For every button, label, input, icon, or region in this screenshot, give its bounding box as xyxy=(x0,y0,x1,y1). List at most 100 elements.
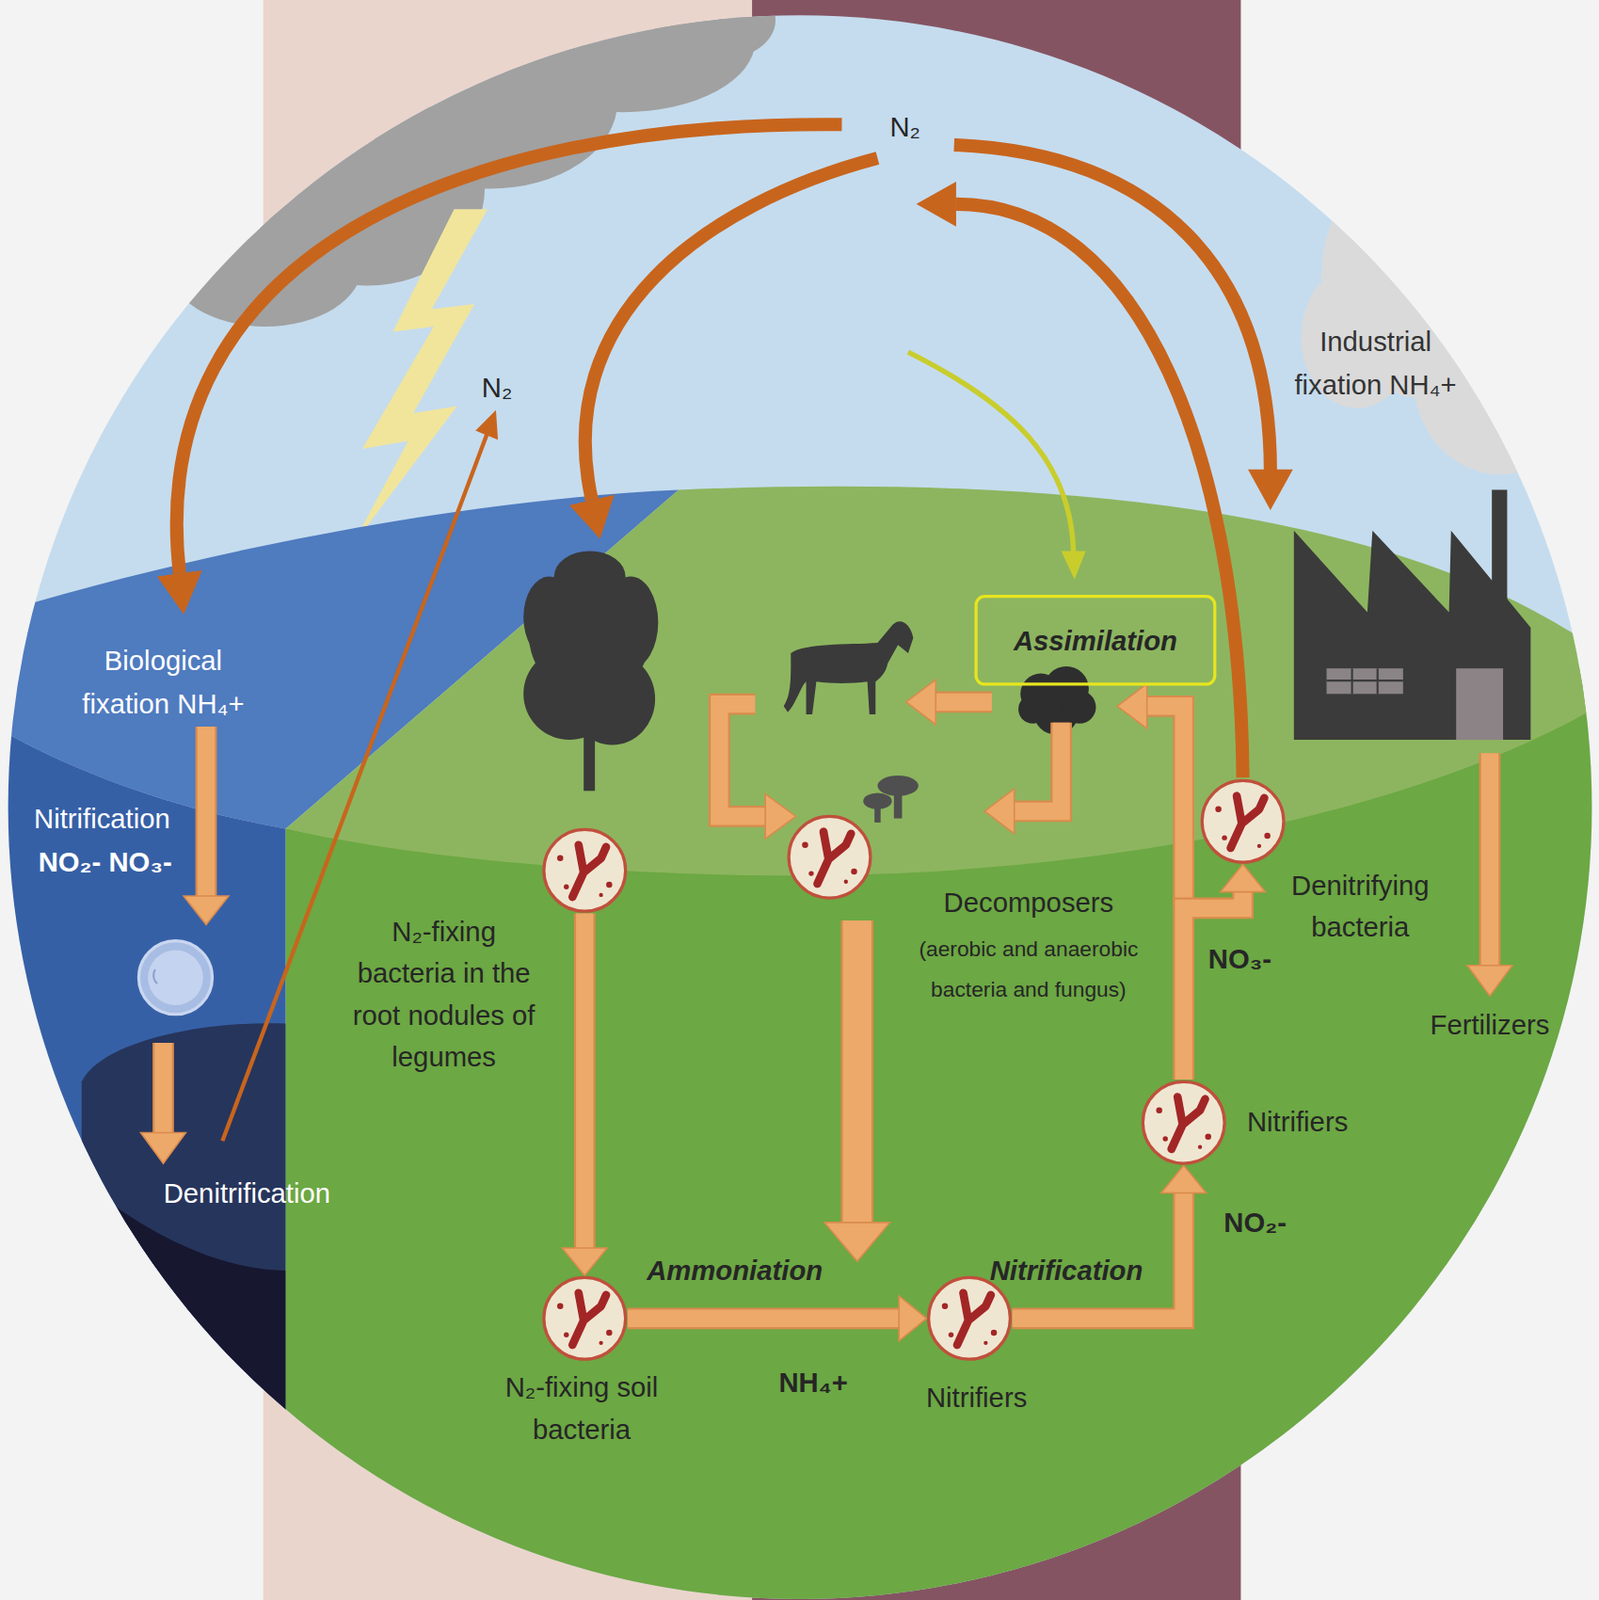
caption-slot: N₂-fixing bacteria in the root nodules o… xyxy=(344,911,544,1079)
bacteria-speck xyxy=(1221,834,1227,840)
tree-crown xyxy=(569,653,656,746)
node-caption: Denitrifying bacteria xyxy=(1263,864,1457,949)
node-caption: Nitrifiers xyxy=(895,1379,1058,1417)
bacteria-speck xyxy=(1198,1145,1202,1150)
bacteria-circle: Nitrifiers xyxy=(926,1275,1012,1361)
bacteria-speck xyxy=(563,1331,569,1337)
mushroom-icon xyxy=(863,775,919,823)
bacteria-speck xyxy=(598,893,603,897)
curve-head xyxy=(157,570,203,615)
edge-label: NO₃- xyxy=(1203,941,1276,978)
label-slot: Industrial fixation NH₄+ xyxy=(1279,319,1473,406)
process-box: Assimilation xyxy=(974,594,1216,686)
cell-wall xyxy=(138,941,212,1015)
caption-slot: Decomposers xyxy=(885,884,1172,922)
arrow-outline xyxy=(195,726,218,898)
bacteria-icon xyxy=(1140,1079,1227,1166)
factory-window xyxy=(1327,668,1404,694)
label-slot: Fertilizers xyxy=(1407,1007,1571,1044)
arrow-head xyxy=(1467,965,1513,997)
node-caption: Decomposers xyxy=(885,884,1172,922)
bacteria-circle: N₂-fixing bacteria in the root nodules o… xyxy=(542,827,628,913)
bacteria-disc xyxy=(543,829,626,912)
bacteria-speck xyxy=(1263,832,1271,840)
diagram-label: NO₂- NO₃- xyxy=(13,844,197,881)
cell-mark xyxy=(153,969,158,984)
arrow-head xyxy=(1117,683,1147,729)
leaf-clump xyxy=(1018,694,1047,723)
bacteria-body xyxy=(1171,1097,1206,1150)
diagram-label: Nitrification xyxy=(964,1251,1169,1289)
arrow-outline xyxy=(152,1042,175,1136)
bacteria-speck xyxy=(1257,844,1262,848)
label-slot: Ammoniation xyxy=(622,1251,848,1289)
bacteria-disc xyxy=(1201,780,1284,863)
bacteria-disc xyxy=(788,815,871,898)
bacteria-speck xyxy=(606,1329,613,1337)
bacteria-body xyxy=(572,1293,607,1345)
bacteria-speck xyxy=(598,1341,603,1345)
arrow-head xyxy=(183,895,229,925)
bacteria-speck xyxy=(1204,1134,1212,1141)
diagram-label: Biological fixation NH₄+ xyxy=(61,639,266,726)
flow-connector xyxy=(561,912,608,1276)
label-slot: Nitrification xyxy=(10,800,194,838)
arrow-outline xyxy=(1479,752,1502,968)
bacteria-speck xyxy=(563,883,569,889)
label-slot: Denitrification xyxy=(134,1175,360,1213)
arrow-outline xyxy=(840,920,874,1225)
label-slot: Nitrification xyxy=(964,1251,1169,1289)
tree-crown xyxy=(603,576,659,670)
connector-outline xyxy=(1183,891,1244,1081)
mushroom-cap xyxy=(877,775,918,797)
bacteria-circle: Nitrifiers xyxy=(1140,1079,1227,1166)
curve-head xyxy=(1247,469,1294,511)
bacteria-speck xyxy=(1155,1106,1163,1114)
bacteria-speck xyxy=(557,855,564,863)
diagram-label: N₂ xyxy=(869,110,942,145)
connector-outline xyxy=(574,912,596,1249)
curve-head xyxy=(916,181,957,227)
diagram-label: Nitrification xyxy=(10,800,194,838)
factory-door xyxy=(1455,668,1504,740)
cloud-puff xyxy=(168,204,363,327)
curve-head xyxy=(569,495,615,540)
connector-shaft xyxy=(627,1310,900,1328)
denitrification-curve xyxy=(956,204,1244,778)
bacteria-body xyxy=(816,831,851,884)
bacteria-circle: Denitrifying bacteria xyxy=(1199,778,1286,864)
arrow-shaft xyxy=(1012,722,1062,812)
bacteria-icon xyxy=(1199,778,1286,864)
arrow-head xyxy=(824,1222,890,1262)
leaf-clump xyxy=(1063,690,1097,724)
arrow-head xyxy=(984,788,1014,834)
arrow-shaft xyxy=(197,726,215,898)
bacteria-icon xyxy=(542,1275,628,1361)
diagram-label: N₂ xyxy=(461,370,533,406)
arrow-shaft xyxy=(1145,705,1184,909)
cloud-puff xyxy=(653,0,776,62)
window-bars xyxy=(1327,668,1404,694)
label-slot: Biological fixation NH₄+ xyxy=(61,639,266,726)
caption-slot: Denitrifying bacteria xyxy=(1263,864,1457,949)
arrow-head xyxy=(906,679,936,725)
bacteria-speck xyxy=(991,1329,998,1337)
edge-label: NH₄+ xyxy=(751,1364,875,1402)
pointer-head xyxy=(1061,550,1087,579)
arrow-head xyxy=(141,1133,187,1165)
water-front xyxy=(0,729,287,1600)
storm-cloud xyxy=(168,0,776,327)
flow-arrows xyxy=(141,679,1513,1262)
connector-head xyxy=(1161,1165,1207,1193)
node-caption: (aerobic and anaerobic bacteria and fung… xyxy=(885,928,1172,1011)
denitrification-line xyxy=(222,434,487,1141)
edge-label-slot: NO₂- xyxy=(1209,1203,1302,1241)
bacteria-speck xyxy=(983,1341,988,1345)
bacteria-speck xyxy=(606,881,613,889)
node-caption: Nitrifiers xyxy=(1247,1103,1391,1141)
connector-shaft xyxy=(1183,891,1244,1081)
label-slot: NO₂- NO₃- xyxy=(13,844,197,881)
land-surface xyxy=(286,486,1599,877)
